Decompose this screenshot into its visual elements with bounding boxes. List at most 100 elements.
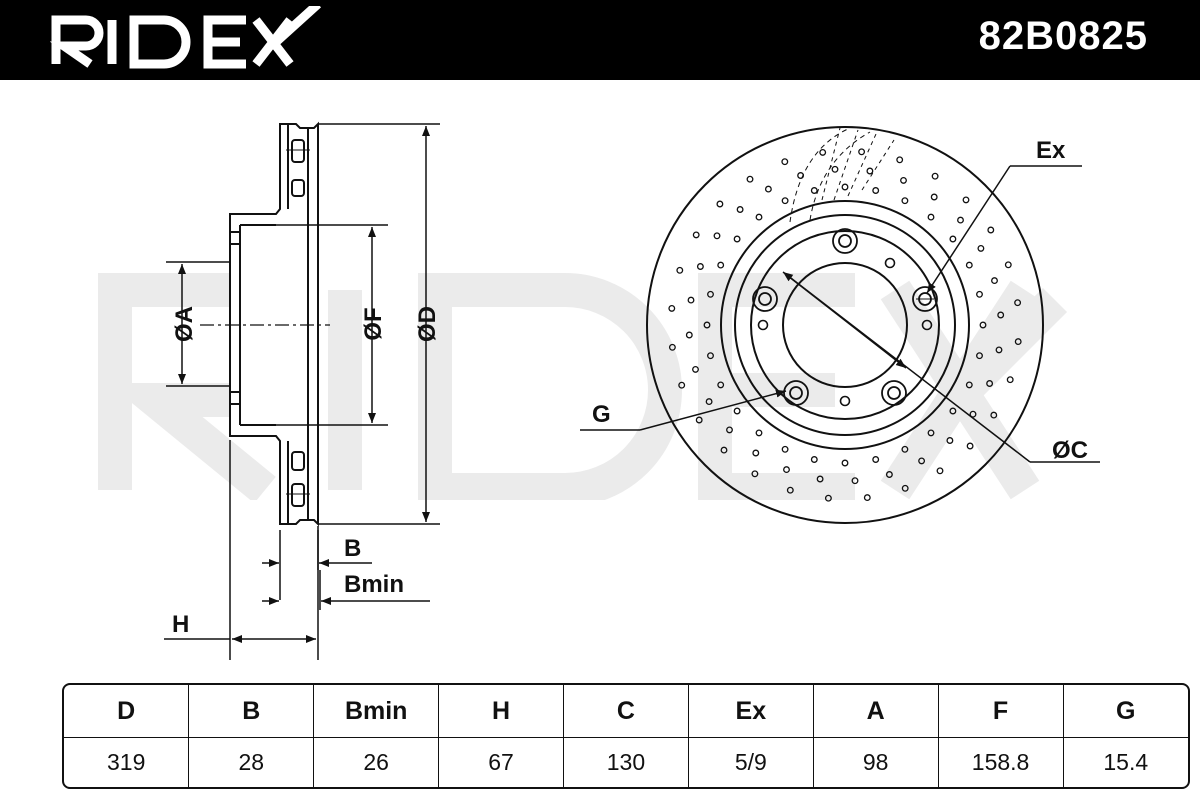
drill-hole — [900, 176, 907, 184]
value-bmin: 26 — [313, 737, 440, 787]
drill-hole — [918, 457, 926, 465]
label-h: H — [172, 611, 189, 638]
drill-hole-pattern — [668, 148, 1022, 502]
value-b: 28 — [188, 737, 315, 787]
drill-hole — [931, 172, 939, 180]
label-dia-a: ØA — [171, 306, 198, 342]
drill-hole — [696, 263, 704, 270]
header-bar: 82B0825 — [0, 0, 1200, 80]
drill-hole — [995, 346, 1003, 354]
drill-hole — [977, 244, 985, 252]
drill-hole — [841, 183, 849, 191]
drill-hole — [927, 213, 935, 221]
drill-hole — [896, 156, 904, 164]
drill-hole — [965, 381, 973, 389]
header-g: G — [1063, 685, 1188, 738]
label-dia-c: ØC — [1052, 437, 1088, 464]
drill-hole — [746, 175, 754, 183]
value-g: 15.4 — [1103, 749, 1149, 775]
drill-hole — [976, 290, 983, 298]
drill-hole — [695, 416, 703, 424]
drill-hole — [1014, 299, 1022, 307]
drill-hole — [901, 197, 909, 205]
technical-drawing: ØA ØF ØD B Bmin H — [164, 121, 1100, 660]
drill-hole — [676, 266, 684, 274]
drill-hole — [962, 196, 970, 204]
drill-hole — [781, 445, 789, 453]
drill-hole — [901, 484, 909, 492]
drill-hole — [692, 365, 699, 373]
label-dia-d: ØD — [414, 306, 441, 342]
drill-hole — [764, 185, 772, 193]
drill-hole — [797, 172, 805, 179]
drill-hole — [831, 165, 839, 173]
drill-hole — [872, 187, 880, 194]
drill-hole — [969, 410, 977, 418]
label-g: G — [592, 401, 611, 428]
drill-hole — [885, 471, 893, 478]
drill-hole — [1006, 376, 1014, 384]
drill-hole — [781, 158, 789, 166]
spec-table: D B Bmin H C Ex A F G 319 28 26 67 130 5… — [62, 683, 1190, 789]
drill-hole — [965, 261, 973, 269]
drill-hole — [810, 187, 818, 194]
value-h: 67 — [438, 737, 564, 787]
drill-hole — [692, 231, 700, 239]
drill-hole — [949, 407, 957, 415]
header-bmin: Bmin — [313, 685, 440, 738]
drill-hole — [707, 290, 714, 298]
ridex-logo — [50, 6, 322, 69]
drill-hole — [716, 200, 724, 208]
value-a: 98 — [813, 737, 939, 787]
drill-hole — [930, 193, 938, 201]
header-h: H — [438, 685, 564, 738]
drill-hole — [991, 277, 998, 285]
label-bmin: Bmin — [344, 571, 404, 598]
drill-hole — [987, 226, 995, 234]
label-dia-f: ØF — [360, 307, 387, 340]
drill-hole — [733, 407, 741, 415]
header-b: B — [188, 685, 315, 738]
drill-hole — [755, 213, 763, 221]
drill-hole — [781, 197, 789, 205]
drill-hole — [997, 311, 1005, 319]
drill-hole — [705, 398, 713, 406]
drill-hole — [851, 477, 859, 485]
drill-hole — [783, 466, 790, 474]
disc-side-view — [200, 121, 330, 527]
drill-hole — [717, 381, 725, 389]
front-leaders — [580, 165, 1100, 463]
header-d: D — [64, 685, 190, 738]
drill-hole — [824, 494, 832, 502]
value-f: 158.8 — [938, 737, 1064, 787]
drill-hole — [685, 331, 693, 339]
drill-hole — [1004, 261, 1012, 269]
disc-front-view — [646, 126, 1044, 524]
drill-hole — [946, 437, 954, 444]
drill-hole — [979, 321, 987, 329]
drill-hole — [668, 304, 676, 312]
part-number: 82B0825 — [978, 14, 1148, 58]
drill-hole — [957, 216, 964, 224]
drill-hole — [755, 429, 763, 437]
drill-hole — [1014, 338, 1022, 346]
drill-hole — [863, 494, 871, 502]
side-dimensions — [164, 123, 440, 660]
drill-hole — [901, 445, 909, 453]
drill-hole — [858, 148, 866, 156]
drill-hole — [733, 235, 741, 243]
drill-hole — [976, 352, 983, 360]
drill-hole — [736, 206, 744, 213]
drill-hole — [720, 446, 728, 454]
drill-hole — [687, 296, 695, 304]
drill-hole — [678, 381, 686, 389]
drill-hole — [751, 470, 759, 478]
value-ex: 5/9 — [688, 737, 814, 787]
drill-hole — [668, 343, 676, 351]
header-a: A — [813, 685, 939, 738]
drill-hole — [966, 442, 974, 450]
drill-hole — [949, 235, 957, 243]
drill-hole — [816, 475, 824, 483]
header-ex: Ex — [688, 685, 814, 738]
drill-hole — [927, 429, 935, 437]
